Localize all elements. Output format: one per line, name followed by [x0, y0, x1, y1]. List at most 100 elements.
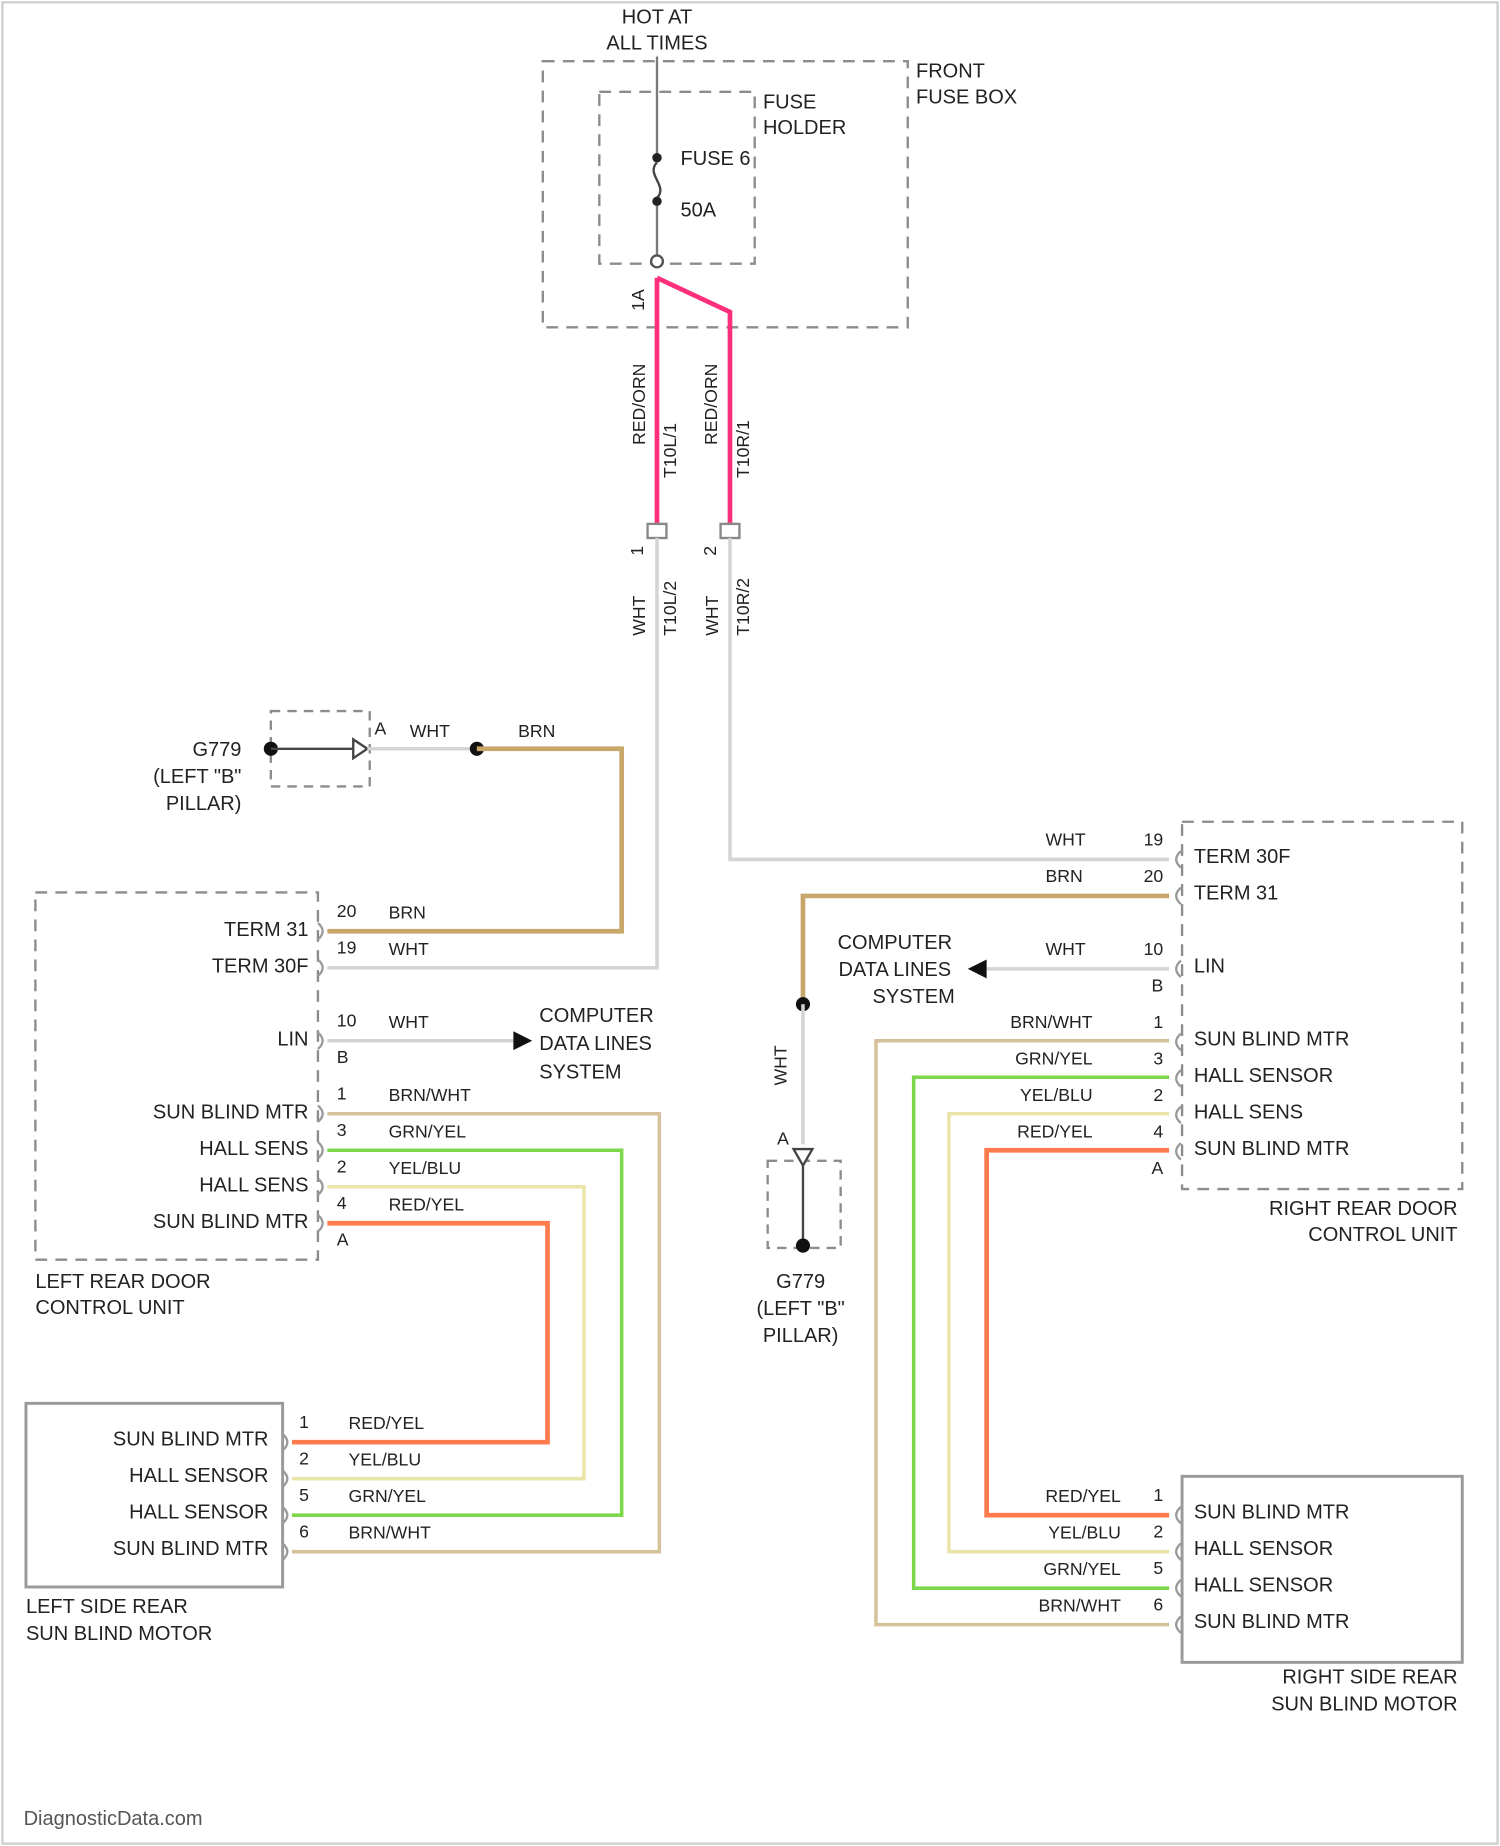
right-dcu-pin-mark-10: [1176, 961, 1181, 977]
right-motor-pin-1: 1: [1153, 1485, 1163, 1505]
fuse-box-terminal-label: 1A: [628, 289, 648, 311]
right-motor-sunblind-label-2: SUN BLIND MTR: [1194, 1611, 1350, 1633]
left-dcu-pin-4: 4: [337, 1193, 347, 1213]
left-motor-pin-6: 6: [299, 1522, 309, 1542]
left-motor-yel-blu-label: YEL/BLU: [349, 1450, 422, 1470]
right-dcu-pin-10: 10: [1144, 939, 1164, 959]
left-dcu-pin-3: 3: [337, 1120, 347, 1140]
inline-connector-1: [648, 524, 667, 538]
all-times-label: ALL TIMES: [606, 32, 707, 54]
right-dcu-name-2: CONTROL UNIT: [1308, 1224, 1457, 1246]
wht-wire-to-left-dcu: [327, 538, 657, 968]
right-dcu-pin-4: 4: [1153, 1121, 1163, 1141]
left-motor-pin-5: 5: [299, 1485, 309, 1505]
right-dcu-term31-label: TERM 31: [1194, 882, 1278, 904]
left-dcu-sunblind-label-2: SUN BLIND MTR: [153, 1211, 309, 1233]
fuse-holder: [599, 92, 754, 264]
right-dcu-hall-label-2: HALL SENS: [1194, 1101, 1303, 1123]
right-ground-pin: A: [777, 1128, 789, 1148]
wht-wire-2-color: WHT: [702, 595, 722, 635]
left-motor-hall-label-1: HALL SENSOR: [129, 1465, 268, 1487]
right-ground-arrow: [794, 1149, 813, 1165]
left-ground-name: G779: [192, 739, 241, 761]
right-computer-label-2: DATA LINES: [838, 959, 951, 981]
left-red-yel-label: RED/YEL: [389, 1194, 465, 1214]
right-ground-loc1: (LEFT "B": [756, 1298, 844, 1320]
left-dcu-name: LEFT REAR DOOR: [35, 1271, 210, 1293]
left-dcu-term30f-label: TERM 30F: [212, 955, 309, 977]
wht-wire-1-color: WHT: [629, 595, 649, 635]
left-dcu-conn-b: B: [337, 1047, 349, 1067]
left-ground-arrow: [353, 739, 367, 758]
left-motor-hall-label-2: HALL SENSOR: [129, 1502, 268, 1524]
right-motor-hall-label-2: HALL SENSOR: [1194, 1575, 1333, 1597]
right-ground-loc2: PILLAR): [763, 1325, 839, 1347]
right-dcu-box: [1182, 822, 1462, 1189]
right-dcu-pin-mark-2: [1176, 1107, 1181, 1123]
right-motor-yel-blu-label: YEL/BLU: [1048, 1523, 1121, 1543]
fuse-box-terminal: [651, 255, 663, 267]
left-ground-brn-label: BRN: [518, 721, 555, 741]
red-orn-wire-1-color: RED/ORN: [629, 364, 649, 445]
left-dcu-pin-20: 20: [337, 901, 357, 921]
fuse-name: FUSE 6: [681, 148, 751, 170]
left-brn-wht-wire: [292, 1114, 659, 1552]
right-motor-pin-mark-5: [1176, 1580, 1181, 1596]
right-motor-pin-mark-1: [1176, 1507, 1181, 1523]
left-ground-wht-label: WHT: [410, 721, 450, 741]
right-dcu-pin-mark-19: [1176, 851, 1181, 867]
right-grn-yel-label: GRN/YEL: [1015, 1048, 1093, 1068]
left-yel-blu-label: YEL/BLU: [389, 1158, 462, 1178]
right-dcu-pin-mark-1: [1176, 1034, 1181, 1050]
left-motor-sunblind-label-2: SUN BLIND MTR: [113, 1538, 269, 1560]
right-lin-arrow: [968, 959, 987, 978]
right-motor-name-2: SUN BLIND MOTOR: [1271, 1694, 1457, 1716]
left-motor-name-2: SUN BLIND MOTOR: [26, 1623, 212, 1645]
hot-at-label: HOT AT: [622, 7, 692, 29]
right-grn-yel-wire: [914, 1077, 1169, 1588]
right-motor-grn-yel-label: GRN/YEL: [1043, 1559, 1121, 1579]
left-brn-wht-label: BRN/WHT: [389, 1085, 472, 1105]
right-dcu-conn-b: B: [1151, 975, 1163, 995]
right-dcu-sunblind-label-1: SUN BLIND MTR: [1194, 1028, 1350, 1050]
right-yel-blu-label: YEL/BLU: [1020, 1085, 1093, 1105]
right-dcu-conn-a: A: [1151, 1158, 1163, 1178]
right-ground-name: G779: [776, 1271, 825, 1293]
left-ground-loc2: PILLAR): [166, 793, 242, 815]
right-motor-pin-2: 2: [1153, 1522, 1163, 1542]
right-dcu-pin-19: 19: [1144, 829, 1164, 849]
right-dcu-pin-mark-4: [1176, 1143, 1181, 1159]
right-computer-label-3: SYSTEM: [873, 986, 955, 1008]
right-dcu-term30f-label: TERM 30F: [1194, 846, 1291, 868]
left-dcu-brn-label: BRN: [389, 902, 426, 922]
left-motor-pin-2: 2: [299, 1449, 309, 1469]
red-orn-wire-2-color: RED/ORN: [701, 364, 721, 445]
left-grn-yel-label: GRN/YEL: [389, 1121, 467, 1141]
left-computer-label-2: DATA LINES: [539, 1033, 652, 1055]
right-dcu-hall-label-1: HALL SENSOR: [1194, 1065, 1333, 1087]
left-dcu-pin-2: 2: [337, 1157, 347, 1177]
right-motor-pin-6: 6: [1153, 1595, 1163, 1615]
left-motor-grn-yel-label: GRN/YEL: [349, 1486, 427, 1506]
left-motor-brn-wht-label: BRN/WHT: [349, 1523, 432, 1543]
fuse-symbol: [654, 162, 661, 197]
right-motor-name: RIGHT SIDE REAR: [1282, 1667, 1457, 1689]
right-ground-point: [796, 1239, 810, 1253]
left-computer-label-3: SYSTEM: [539, 1061, 621, 1083]
left-dcu-lin-label: LIN: [277, 1028, 308, 1050]
left-dcu-pin-1: 1: [337, 1084, 347, 1104]
fuse-holder-label: FUSE: [763, 91, 816, 113]
right-dcu-pin-1: 1: [1153, 1012, 1163, 1032]
left-dcu-pin-19: 19: [337, 938, 357, 958]
right-dcu-wht-label: WHT: [1046, 829, 1086, 849]
right-dcu-pin-20: 20: [1144, 866, 1164, 886]
right-motor-pin-5: 5: [1153, 1558, 1163, 1578]
left-dcu-term31-label: TERM 31: [224, 919, 308, 941]
right-red-yel-label: RED/YEL: [1017, 1121, 1093, 1141]
right-motor-pin-mark-2: [1176, 1543, 1181, 1559]
wht-wire-2-conn: T10R/2: [733, 578, 753, 636]
left-dcu-sunblind-label-1: SUN BLIND MTR: [153, 1101, 309, 1123]
left-lin-arrow: [513, 1031, 532, 1050]
front-fuse-box: [543, 61, 908, 327]
